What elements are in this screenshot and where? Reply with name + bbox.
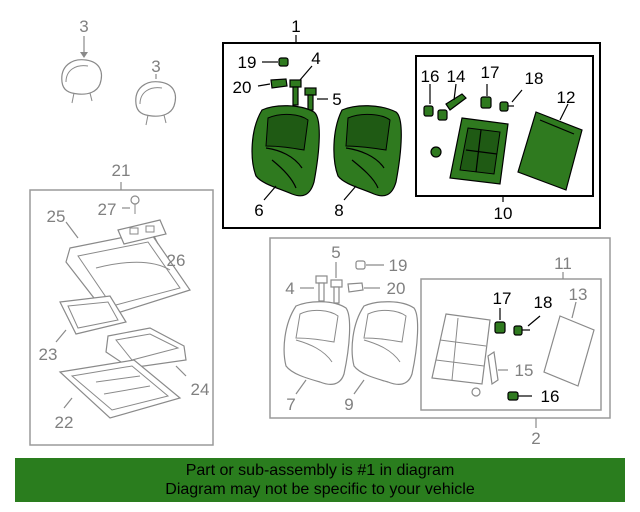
callout-4-top: 4 [311,49,320,68]
callout-5-bottom: 5 [331,243,340,262]
bolt-18-bottom[interactable] [513,325,530,336]
callout-3-right: 3 [151,57,160,76]
seatback-cover-8[interactable] [333,105,402,197]
callout-27: 27 [98,200,117,219]
callout-18-top: 18 [525,69,544,88]
callout-16-top: 16 [421,67,440,86]
callout-4-bottom: 4 [285,279,294,298]
callout-3-left: 3 [79,17,88,36]
headrest-right[interactable] [135,81,177,126]
callout-8: 8 [334,201,343,220]
callout-2: 2 [531,429,540,448]
callout-15: 15 [515,361,534,380]
bolt-19-top[interactable] [278,57,289,67]
callout-7: 7 [286,395,295,414]
guide-5-top[interactable] [304,87,317,111]
seatback-cover-6[interactable] [251,105,320,197]
callout-1: 1 [291,17,300,36]
hinge-16-top[interactable] [423,105,434,117]
seatback-frame-bottom[interactable] [431,313,491,385]
seatback-cover-9[interactable] [351,301,419,385]
parts-diagram: 3 3 1 19 20 4 5 6 8 10 [29,17,611,448]
seatback-board-13[interactable] [543,315,595,387]
callout-5-top: 5 [332,90,341,109]
subassembly-10-box [415,55,594,197]
lever-14[interactable] [437,93,467,121]
seatback-frame[interactable] [449,117,509,185]
callout-17-bottom: 17 [493,289,512,308]
bracket-26[interactable] [117,219,167,245]
latch-17-bottom[interactable] [494,321,506,334]
callout-9: 9 [344,395,353,414]
clip-20-bottom[interactable] [347,282,364,293]
callout-12: 12 [557,88,576,107]
info-banner: Part or sub-assembly is #1 in diagram Di… [15,458,625,502]
cushion-25[interactable] [65,231,191,317]
washer-box11[interactable] [471,387,481,397]
headrest-left[interactable] [61,59,103,104]
bolt-19-bottom[interactable] [355,260,366,270]
banner-line-2: Diagram may not be specific to your vehi… [165,481,475,498]
callout-24: 24 [191,380,210,399]
lever-15[interactable] [487,350,499,386]
callout-21: 21 [112,161,131,180]
guide-4-top[interactable] [289,79,302,106]
assembly-2-box [269,237,611,419]
callout-6: 6 [254,201,263,220]
bolt-27[interactable] [130,195,140,214]
banner-line-1: Part or sub-assembly is #1 in diagram [185,462,455,479]
pad-23[interactable] [59,295,127,335]
guide-5-bottom[interactable] [330,279,343,304]
callout-16-bottom: 16 [541,387,560,406]
pad-24[interactable] [105,327,187,369]
subassembly-11-box [420,278,602,411]
frame-22[interactable] [58,359,182,419]
seatback-cover-7[interactable] [283,301,351,385]
latch-17-top[interactable] [480,96,492,109]
hinge-16-bottom[interactable] [507,391,519,401]
washer-box10[interactable] [430,146,442,158]
callout-26: 26 [167,251,186,270]
callout-13: 13 [569,285,588,304]
callout-20-bottom: 20 [387,279,406,298]
assembly-1-box [222,42,601,229]
callout-19-bottom: 19 [389,256,408,275]
callout-17-top: 17 [481,63,500,82]
callout-22: 22 [55,413,74,432]
callout-11: 11 [554,254,572,273]
clip-20-top[interactable] [270,78,288,89]
seatback-board-12[interactable] [517,111,583,191]
callout-19-top: 19 [238,53,257,72]
callout-10: 10 [494,204,513,223]
guide-4-bottom[interactable] [315,275,328,302]
bolt-18-top[interactable] [499,101,514,112]
callout-20-top: 20 [233,78,252,97]
callout-23: 23 [39,345,58,364]
callout-14: 14 [447,67,466,86]
callout-25: 25 [47,207,66,226]
callout-18-bottom: 18 [534,293,553,312]
